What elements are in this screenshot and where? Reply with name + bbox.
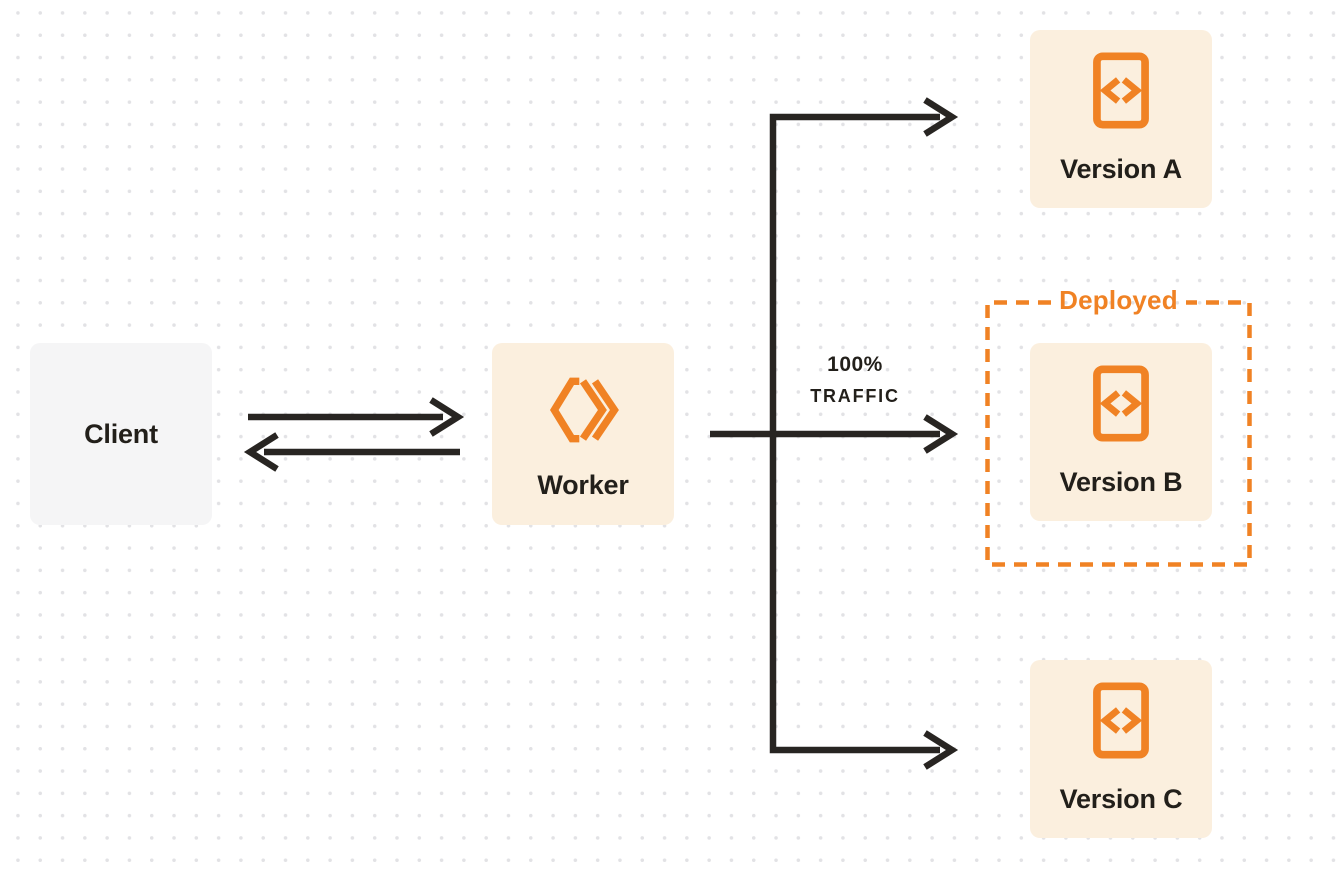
branch-arrow-version-c [769, 434, 959, 770]
version-b-label: Version B [1059, 467, 1183, 497]
client-node: Client [30, 343, 212, 525]
client-label: Client [84, 419, 158, 449]
version-a-node: Version A [1030, 30, 1212, 208]
traffic-label: 100% TRAFFIC [775, 350, 935, 412]
deployed-region-border [985, 300, 1252, 567]
arrow-worker-to-version-b [710, 414, 959, 454]
deployed-label: Deployed [1059, 285, 1178, 315]
arrow-client-to-worker [248, 397, 465, 437]
version-a-label: Version A [1060, 154, 1182, 184]
code-file-icon [1093, 682, 1149, 759]
worker-label: Worker [537, 470, 629, 500]
traffic-word-text: TRAFFIC [810, 386, 900, 406]
worker-node: Worker [492, 343, 674, 525]
traffic-percent-text: 100% [827, 353, 883, 376]
code-file-icon [1093, 365, 1149, 442]
cloudflare-workers-icon [549, 377, 619, 443]
version-c-label: Version C [1059, 784, 1183, 814]
version-c-node: Version C [1030, 660, 1212, 838]
arrow-worker-to-client [243, 432, 460, 472]
branch-arrow-version-a [769, 97, 959, 434]
version-b-node: Version B [1030, 343, 1212, 521]
code-file-icon [1093, 52, 1149, 129]
